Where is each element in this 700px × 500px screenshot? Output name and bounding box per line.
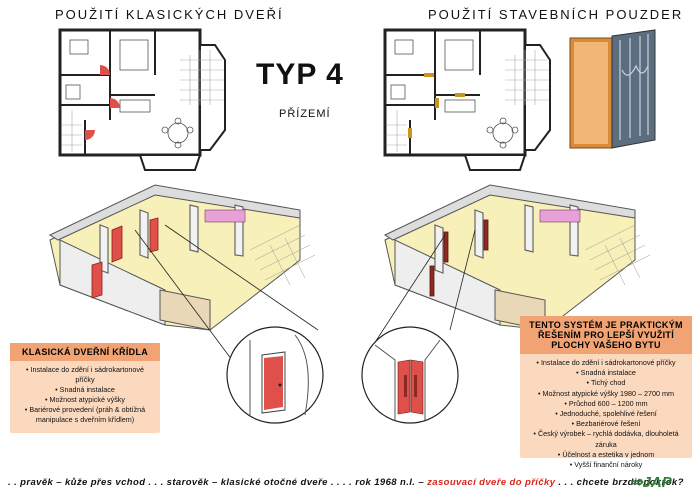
footer-highlight: zasouvací dveře do příčky [427, 477, 556, 488]
list-item: Snadná instalace [526, 368, 686, 378]
logo-arrow-icon: ⇒ [630, 474, 643, 491]
left-iso-doors [91, 217, 159, 299]
right-iso-doors [429, 219, 489, 297]
page-subtitle: PŘÍZEMÍ [279, 108, 331, 120]
list-item: Tichý chod [526, 378, 686, 388]
left-iso-tiles [249, 224, 316, 286]
left-plan-door-swings [85, 65, 120, 140]
list-item: Vyšší finanční nároky [526, 460, 686, 470]
right-info-title: TENTO SYSTÉM JE PRAKTICKÝM ŘEŠENÍM PRO L… [520, 316, 692, 354]
list-item: Možnost atypické výšky [16, 395, 154, 405]
left-info-list: Instalace do zdění i sádrokartonové příč… [10, 361, 160, 429]
left-plan-grid [62, 50, 224, 152]
list-item: Bezbariérové řešení [526, 419, 686, 429]
left-info-box: KLASICKÁ DVEŘNÍ KŘÍDLA Instalace do zděn… [10, 343, 160, 433]
footer-tagline: . . pravěk – kůže přes vchod . . . staro… [8, 477, 684, 488]
page-title: TYP 4 [256, 58, 344, 91]
right-info-box: TENTO SYSTÉM JE PRAKTICKÝM ŘEŠENÍM PRO L… [520, 316, 692, 469]
list-item: Možnost atypické výšky 1980 – 2700 mm [526, 389, 686, 399]
left-heading: POUŽITÍ KLASICKÝCH DVEŘÍ [55, 7, 284, 22]
logo-text: JAP [642, 474, 672, 491]
company-logo: ⇒JAP [630, 473, 672, 491]
left-info-title: KLASICKÁ DVEŘNÍ KŘÍDLA [10, 343, 160, 361]
list-item: Český výrobek – rychlá dodávka, dlouhole… [526, 429, 686, 449]
left-plan-furniture [65, 39, 194, 149]
footer-part-3: . . . chcete brzdit pokrok? [555, 477, 684, 488]
right-plan-pocket-doors [408, 73, 465, 138]
list-item: Instalace do zdění i sádrokartonové příč… [526, 358, 686, 368]
list-item: Bariérové provedení (práh & obtížná mani… [16, 405, 154, 425]
right-heading: POUŽITÍ STAVEBNÍCH POUZDER [428, 7, 684, 22]
footer-part-1: . . pravěk – kůže přes vchod . . . staro… [8, 477, 428, 488]
list-item: Účelnost a estetika v jednom [526, 450, 686, 460]
list-item: Snadná instalace [16, 385, 154, 395]
list-item: Jednoduché, spolehlivé řešení [526, 409, 686, 419]
right-info-list: Instalace do zdění i sádrokartonové příč… [520, 354, 692, 474]
list-item: Průchod 600 – 1200 mm [526, 399, 686, 409]
list-item: Instalace do zdění i sádrokartonové příč… [16, 365, 154, 385]
left-plan-walls [58, 28, 226, 171]
